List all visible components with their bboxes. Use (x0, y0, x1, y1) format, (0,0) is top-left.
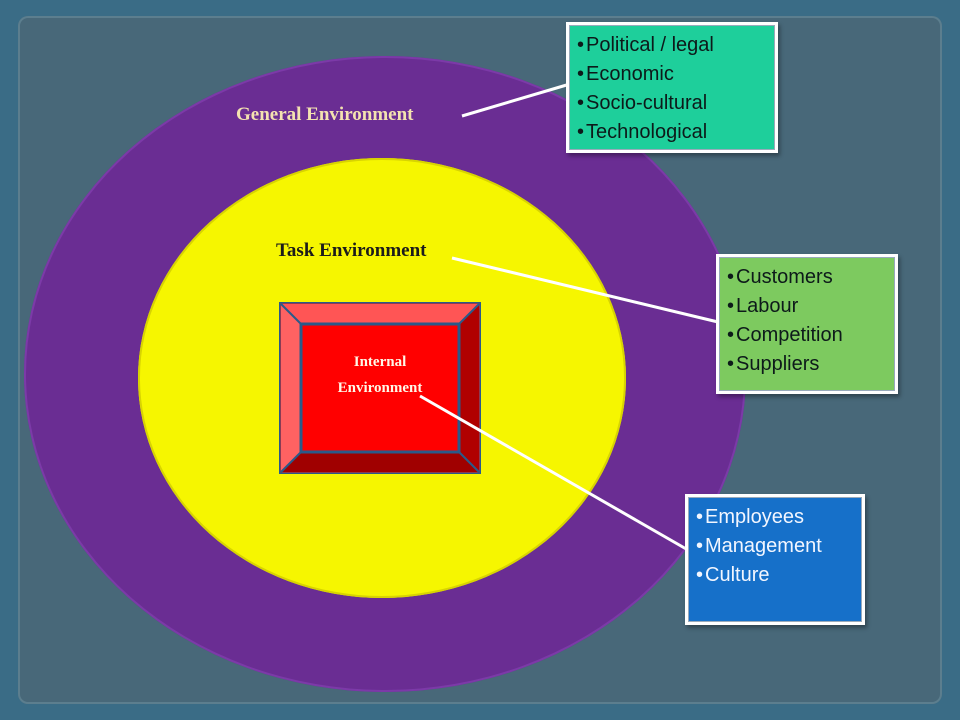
task-environment-label: Task Environment (276, 240, 427, 261)
general-environment-label: General Environment (236, 104, 414, 125)
internal-environment-label: Internal Environment (300, 349, 460, 401)
general-factor-item: Technological (577, 118, 767, 147)
internal-label-line1: Internal (353, 354, 407, 370)
internal-factor-item: Culture (696, 561, 854, 590)
general-factor-item: Economic (577, 60, 767, 89)
task-factor-item: Suppliers (727, 350, 887, 379)
internal-factor-item: Management (696, 532, 854, 561)
internal-label-line2: Environment (337, 380, 423, 396)
internal-connector-line (419, 394, 689, 552)
internal-factor-item: Employees (696, 503, 854, 532)
task-connector-line (451, 256, 719, 324)
general-factor-item: Political / legal (577, 31, 767, 60)
task-factor-item: Customers (727, 263, 887, 292)
task-factors-callout: Customers Labour Competition Suppliers (716, 254, 898, 394)
task-factor-item: Competition (727, 321, 887, 350)
general-factor-item: Socio-cultural (577, 89, 767, 118)
general-connector-line (461, 82, 571, 118)
internal-factors-callout: Employees Management Culture (685, 494, 865, 625)
task-factor-item: Labour (727, 292, 887, 321)
general-factors-callout: Political / legal Economic Socio-cultura… (566, 22, 778, 153)
internal-environment-box (279, 302, 481, 474)
